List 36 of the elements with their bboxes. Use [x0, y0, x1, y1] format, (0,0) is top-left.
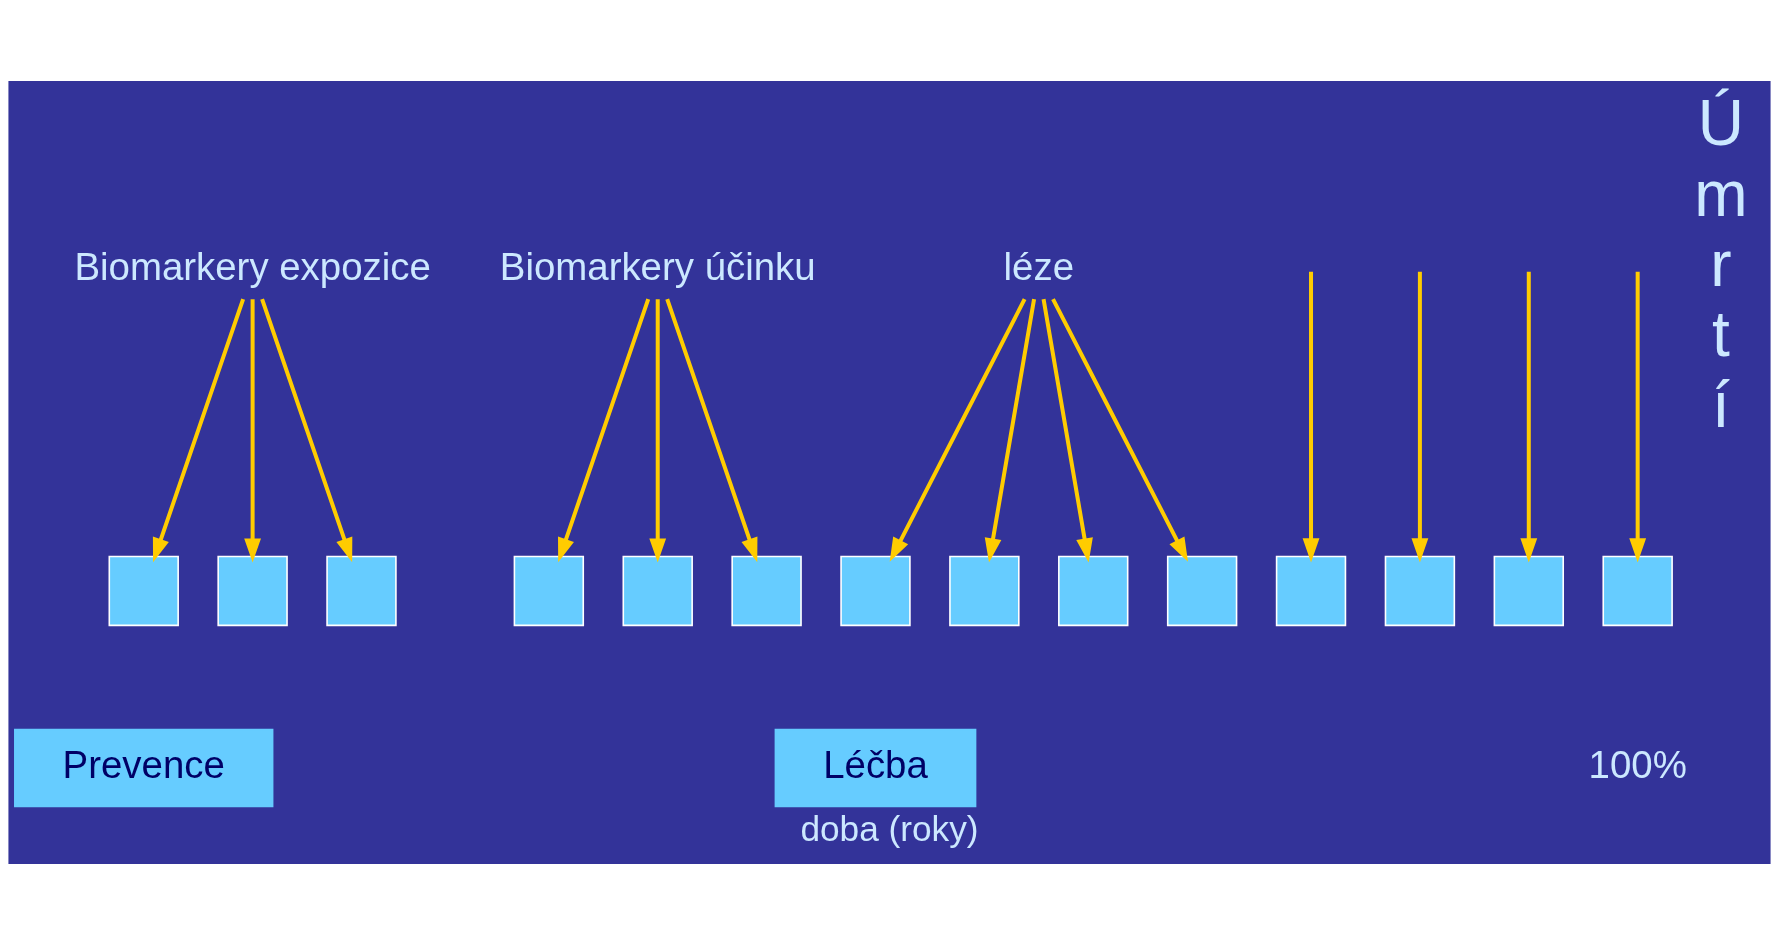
- arrow: [984, 298, 1037, 563]
- node-box: [840, 555, 911, 627]
- arrow: [665, 298, 758, 563]
- arrow: [1629, 271, 1647, 563]
- arrow: [889, 298, 1027, 562]
- node-box: [1166, 555, 1238, 627]
- arrow: [1520, 271, 1538, 563]
- node-box: [1602, 555, 1673, 627]
- arrow: [260, 298, 353, 563]
- node-box: [731, 555, 802, 627]
- caption: doba (roky): [800, 808, 979, 848]
- arrow: [1041, 298, 1093, 563]
- node-text: Biomarkery účinku: [499, 244, 816, 288]
- arrow: [1302, 271, 1320, 563]
- node-box: [1384, 555, 1456, 627]
- arrow: [152, 298, 246, 563]
- node-box: [108, 555, 179, 627]
- node-box: [513, 555, 585, 627]
- node-text: léze: [1003, 244, 1075, 288]
- node-box: [217, 555, 288, 627]
- node-box: Léčba: [774, 728, 977, 808]
- arrow: [649, 299, 667, 563]
- node-box: [622, 555, 693, 627]
- arrow: [1411, 271, 1429, 563]
- node-text: Biomarkery expozice: [74, 244, 431, 288]
- node-box: [1058, 555, 1129, 627]
- node-box: [1275, 555, 1347, 627]
- node-box: [949, 555, 1020, 627]
- node-box: [326, 555, 397, 627]
- arrow: [1051, 298, 1188, 562]
- label: 100%: [1588, 742, 1687, 786]
- node-box: Prevence: [14, 728, 274, 808]
- arrow: [558, 298, 651, 563]
- node-box: [1493, 555, 1564, 627]
- arrow: [244, 299, 262, 563]
- label: Ú m r t í: [1694, 87, 1748, 441]
